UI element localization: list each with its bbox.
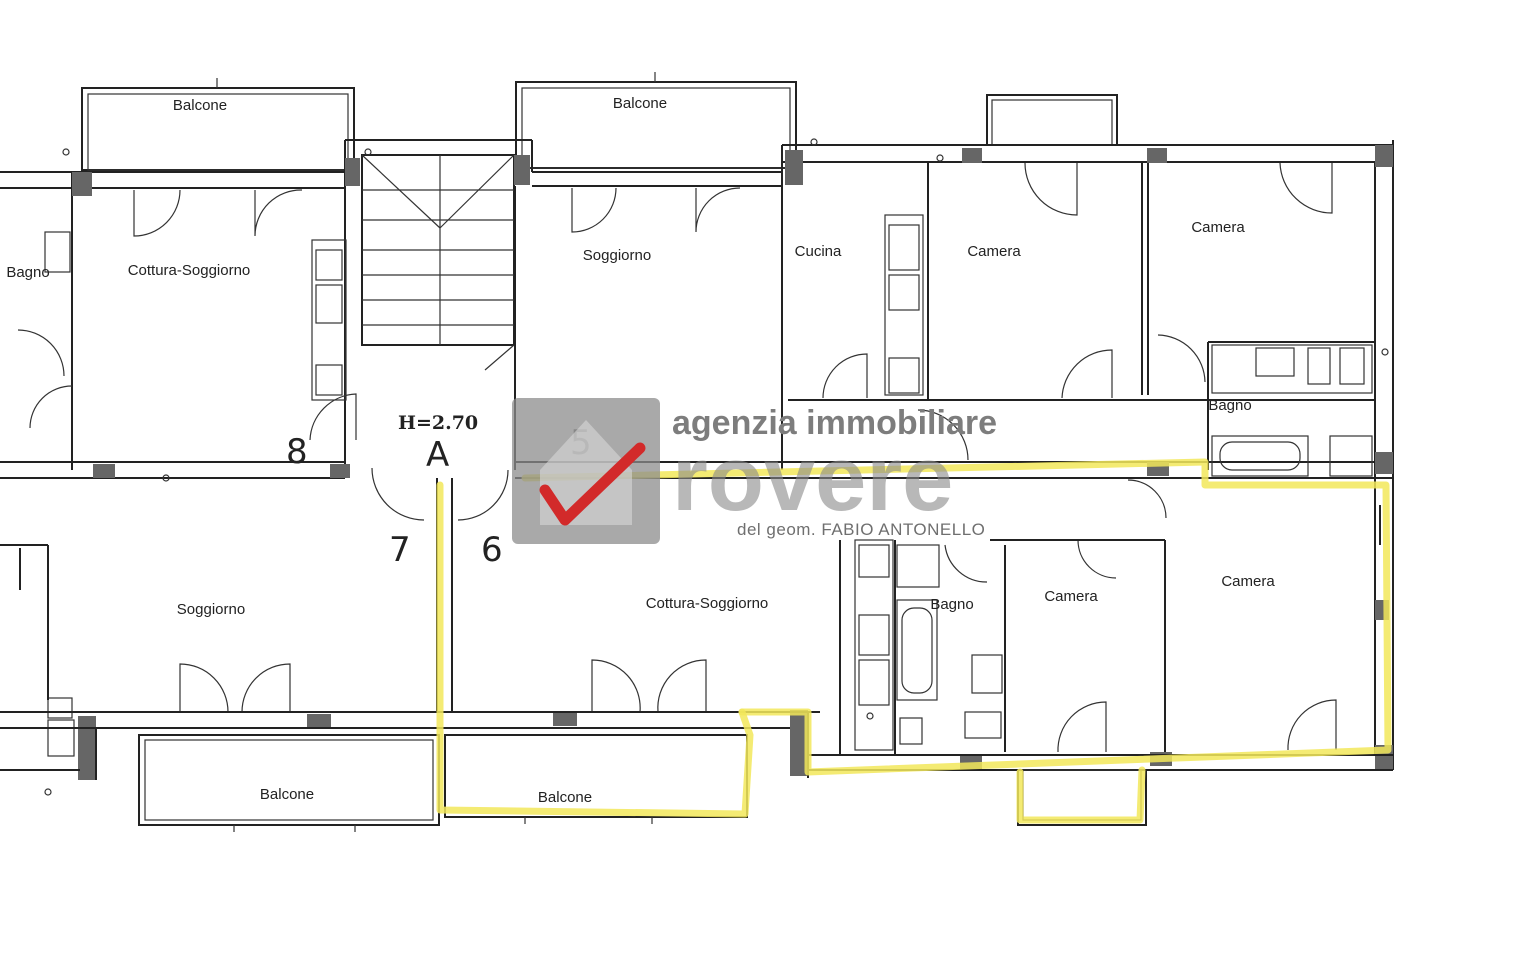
room-label-soggiorno-top: Soggiorno [583,247,651,264]
block-letter: A [426,435,449,475]
height-label: H=2.70 [398,412,478,434]
misc-marks [44,72,1389,832]
room-label-balcone-top-left: Balcone [173,97,227,114]
room-label-balcone-bottom-left: Balcone [260,786,314,803]
room-label-soggiorno-bottom: Soggiorno [177,601,245,618]
room-label-camera-top-right: Camera [1191,219,1245,236]
apartment-highlight [436,458,1392,824]
logo-house-icon [540,420,632,525]
kitchen-units [311,214,924,751]
room-label-camera-bottom-mid: Camera [1044,588,1098,605]
room-label-bagno-left: Bagno [6,264,49,281]
room-label-bagno-bottom: Bagno [930,596,973,613]
room-label-cottura-soggiorno-top: Cottura-Soggiorno [128,262,251,279]
staircase [361,154,515,371]
balcone-top-left-outline [81,87,355,171]
unit-number-7: 7 [389,530,411,570]
room-label-bagno-top-right: Bagno [1208,397,1251,414]
agency-subtitle: del geom. FABIO ANTONELLO [737,520,985,539]
agency-watermark: agenzia immobiliare rovere del geom. FAB… [512,398,997,544]
room-label-camera-top-mid: Camera [967,243,1021,260]
bath-fixtures [44,231,1373,757]
doors [17,162,1337,753]
agency-brand: rovere [672,428,953,530]
agency-name: agenzia immobiliare [672,404,997,442]
balcone-top-right-outline [986,94,1118,146]
room-label-cucina: Cucina [795,243,842,260]
room-label-balcone-bottom-mid: Balcone [538,789,592,806]
lower-walls [0,478,1393,780]
balcone-top-mid-outline [515,81,797,169]
logo-check-icon [539,442,646,526]
unit-number-6: 6 [481,530,503,570]
room-label-camera-bottom-right: Camera [1221,573,1275,590]
room-label-cottura-soggiorno-bottom: Cottura-Soggiorno [646,595,769,612]
unit-number-8: 8 [286,432,308,472]
room-label-balcone-top-mid: Balcone [613,95,667,112]
